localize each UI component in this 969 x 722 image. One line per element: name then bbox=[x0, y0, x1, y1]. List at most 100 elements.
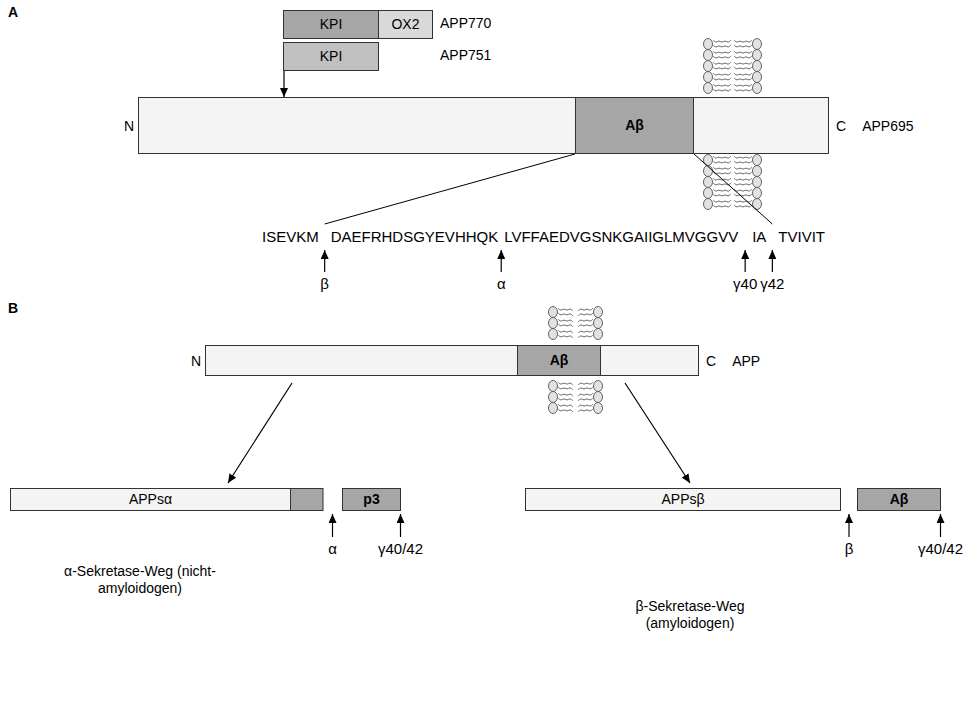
lipid-head bbox=[549, 381, 558, 392]
abeta-segment: Aβ bbox=[517, 345, 601, 376]
lipid-head bbox=[753, 72, 762, 83]
end-label: N bbox=[191, 352, 201, 368]
fragment-box: APPsβ bbox=[525, 488, 841, 511]
lipid-tail bbox=[558, 308, 573, 311]
lipid-tail bbox=[734, 172, 752, 174]
lipid-tail bbox=[734, 78, 752, 80]
lipid-tail bbox=[558, 313, 573, 316]
lipid-tail bbox=[734, 178, 752, 180]
lipid-tail bbox=[713, 89, 731, 91]
residual-segment bbox=[290, 489, 323, 511]
sequence-segment: LVFFAEDVGSNKGAIIGLMVGGVV bbox=[504, 228, 738, 246]
lipid-head bbox=[704, 39, 713, 50]
lipid-head bbox=[753, 83, 762, 94]
lipid-tail bbox=[578, 387, 593, 390]
lipid-tail bbox=[713, 200, 731, 202]
cleavage-arrow bbox=[772, 250, 773, 272]
lipid-head bbox=[594, 318, 603, 329]
segment-group bbox=[290, 489, 323, 511]
leader-line bbox=[325, 154, 575, 224]
lipid-tail bbox=[558, 324, 573, 327]
lipid-tail bbox=[713, 40, 731, 42]
lipid-tail bbox=[578, 313, 593, 316]
lipid-tail bbox=[734, 161, 752, 163]
sequence-segment: DAEFRHDSGYEVHHQK bbox=[331, 228, 499, 246]
lipid-head bbox=[594, 392, 603, 403]
lipid-tail bbox=[713, 194, 731, 196]
cleavage-arrow bbox=[745, 250, 746, 272]
lipid-tail bbox=[713, 45, 731, 47]
cleavage-group bbox=[325, 250, 941, 537]
sequence-segment: IA bbox=[752, 228, 766, 246]
lipid-tail bbox=[578, 398, 593, 401]
lipid-tail bbox=[713, 156, 731, 158]
isoform-label: APP770 bbox=[440, 15, 491, 32]
lipid-tail bbox=[578, 324, 593, 327]
lipid-tail bbox=[558, 335, 573, 338]
box-label: APPsα bbox=[129, 491, 172, 507]
lipid-tail bbox=[734, 40, 752, 42]
lipid-tail bbox=[558, 330, 573, 333]
box-label: Aβ bbox=[550, 352, 569, 368]
lipid-head bbox=[753, 155, 762, 166]
box-label: KPI bbox=[320, 48, 343, 64]
abeta-segment: Aβ bbox=[575, 97, 694, 154]
lipid-head bbox=[704, 61, 713, 72]
cleavage-arrow bbox=[332, 514, 333, 537]
end-label: N bbox=[124, 117, 134, 133]
lipid-head bbox=[704, 177, 713, 188]
isoform-label: APP751 bbox=[440, 47, 491, 64]
lipid-head bbox=[704, 72, 713, 83]
lipid-tail bbox=[734, 67, 752, 69]
lipid-head bbox=[549, 403, 558, 414]
cleavage-label: γ40/42 bbox=[918, 540, 963, 558]
lipid-tail bbox=[713, 161, 731, 163]
connector-arrow bbox=[625, 383, 690, 483]
lipid-tail bbox=[734, 156, 752, 158]
lipid-tail bbox=[734, 51, 752, 53]
domain-box: OX2 bbox=[378, 10, 433, 39]
lipid-head bbox=[594, 381, 603, 392]
fragment-box: APPsα bbox=[10, 488, 291, 511]
leader-group bbox=[325, 154, 773, 224]
connector-arrow bbox=[228, 383, 292, 483]
lipid-tail bbox=[578, 335, 593, 338]
lipid-head bbox=[549, 318, 558, 329]
lipid-tail bbox=[734, 167, 752, 169]
cleavage-label: α bbox=[328, 540, 337, 558]
lipid-tail bbox=[558, 382, 573, 385]
box-label: KPI bbox=[320, 16, 343, 32]
lipid-tail bbox=[734, 194, 752, 196]
lipid-tail bbox=[558, 387, 573, 390]
cleavage-label: γ40/42 bbox=[378, 540, 423, 558]
lipid-head bbox=[549, 307, 558, 318]
lipid-tail bbox=[558, 319, 573, 322]
protein-bar: NCAPPAβ bbox=[205, 345, 699, 376]
lipid-head bbox=[753, 177, 762, 188]
cleavage-arrow bbox=[501, 250, 502, 272]
sequence-segment: TVIVIT bbox=[778, 228, 825, 246]
pathway-label: α-Sekretase-Weg (nicht-amyloidogen) bbox=[55, 563, 225, 597]
cleavage-label: γ40 bbox=[733, 275, 757, 293]
lipid-tail bbox=[558, 409, 573, 412]
lipid-tail bbox=[713, 167, 731, 169]
box-label: APPsβ bbox=[661, 491, 704, 507]
lipid-tail bbox=[558, 404, 573, 407]
lipid-head bbox=[594, 307, 603, 318]
lipid-tail bbox=[713, 62, 731, 64]
cleavage-label: β bbox=[845, 540, 854, 558]
panel-letter: A bbox=[8, 4, 18, 21]
lipid-head bbox=[704, 188, 713, 199]
lipid-tail bbox=[713, 205, 731, 207]
lipid-tail bbox=[713, 51, 731, 53]
cleavage-arrow bbox=[400, 514, 401, 537]
lipid-tail bbox=[734, 73, 752, 75]
end-label: APP bbox=[732, 352, 760, 368]
lipid-head bbox=[753, 61, 762, 72]
lipid-tail bbox=[713, 67, 731, 69]
panel-letter: B bbox=[8, 300, 18, 317]
box-label: p3 bbox=[363, 491, 379, 507]
fragment-box: Aβ bbox=[857, 488, 941, 511]
lipid-tail bbox=[578, 393, 593, 396]
cleavage-arrow bbox=[940, 514, 941, 537]
